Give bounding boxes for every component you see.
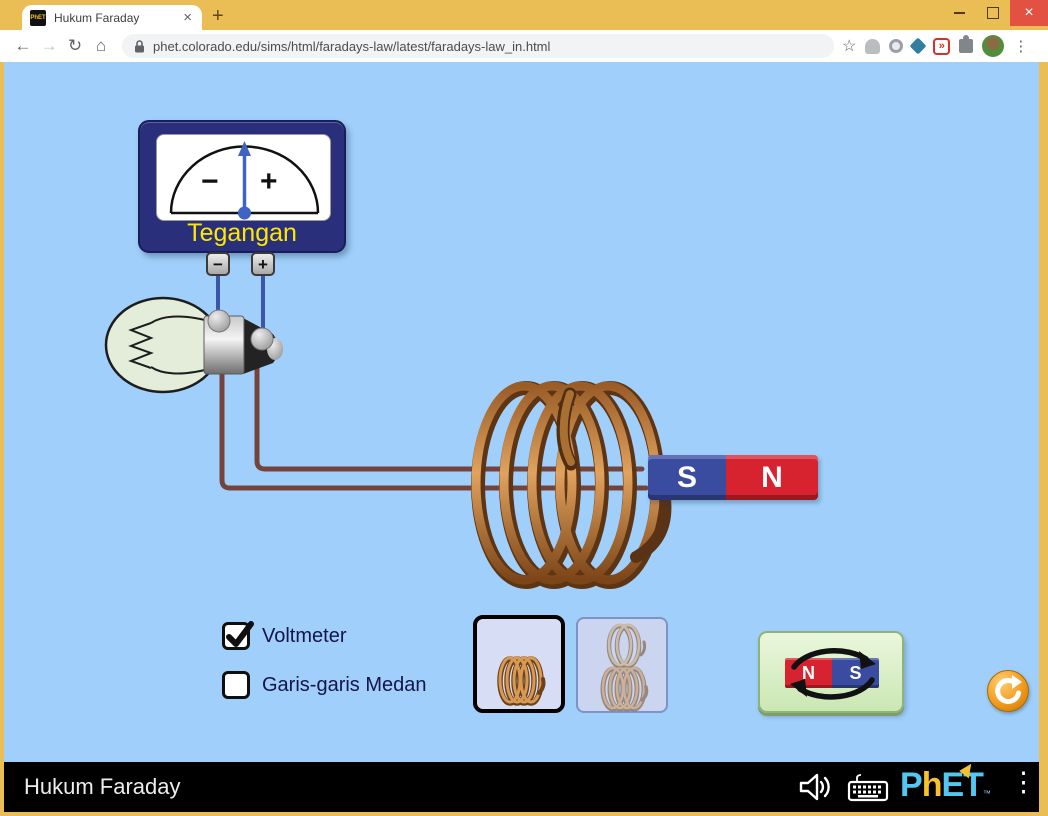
- double-coil-button[interactable]: [576, 617, 668, 713]
- browser-toolbar: ← → ↻ ⌂ phet.colorado.edu/sims/html/fara…: [0, 30, 1048, 62]
- magnet-south-pole: S: [648, 455, 726, 500]
- tab-close-icon[interactable]: ×: [183, 9, 192, 26]
- window-maximize-button[interactable]: [976, 0, 1010, 26]
- sound-toggle-icon[interactable]: [798, 772, 834, 802]
- voltmeter-gauge: [169, 141, 320, 220]
- extensions-puzzle-icon[interactable]: [959, 35, 974, 53]
- extension-icon-1[interactable]: [865, 38, 881, 54]
- voltmeter-label: Tegangan: [187, 219, 297, 247]
- phet-favicon-icon: PhET: [30, 9, 46, 26]
- coil: [471, 381, 672, 589]
- sim-title: Hukum Faraday: [24, 774, 181, 799]
- reload-icon[interactable]: ↻: [67, 36, 83, 55]
- circuit-graphics: [104, 262, 672, 589]
- url-text: phet.colorado.edu/sims/html/faradays-law…: [153, 38, 551, 54]
- extension-icon-3[interactable]: [909, 37, 927, 55]
- reset-arrow-icon: [995, 675, 1022, 704]
- tab-title: Hukum Faraday: [54, 10, 140, 25]
- window-controls: ×: [942, 0, 1048, 26]
- new-tab-button[interactable]: +: [212, 5, 224, 27]
- flip-magnet-button[interactable]: N S: [758, 631, 904, 713]
- address-bar[interactable]: phet.colorado.edu/sims/html/faradays-law…: [122, 34, 834, 58]
- gauge-plus-sign: +: [260, 165, 278, 198]
- two-loop-coil-icon: [606, 623, 647, 669]
- extension-icon-4[interactable]: »: [933, 37, 951, 55]
- back-icon[interactable]: ←: [14, 36, 32, 55]
- flip-north-label: N: [785, 658, 832, 688]
- lock-icon: [135, 39, 144, 52]
- checkmark-icon: [226, 621, 254, 647]
- terminal-minus: −: [206, 252, 230, 276]
- bar-magnet[interactable]: S N: [648, 455, 818, 500]
- browser-titlebar: PhET Hukum Faraday × + ×: [0, 0, 1048, 30]
- window-minimize-button[interactable]: [942, 0, 976, 26]
- profile-avatar[interactable]: [982, 35, 1005, 57]
- voltmeter-display: − +: [156, 134, 331, 221]
- single-coil-icon: [497, 656, 546, 706]
- voltmeter[interactable]: − + Tegangan: [138, 120, 346, 253]
- keyboard-shortcuts-icon[interactable]: [847, 774, 889, 802]
- gauge-minus-sign: −: [201, 165, 219, 198]
- single-coil-button[interactable]: [473, 615, 565, 713]
- sim-area: − + Tegangan − + S N Voltmeter Garis-gar…: [4, 62, 1039, 762]
- light-bulb: [104, 296, 283, 394]
- field-lines-checkbox-row: Garis-garis Medan: [222, 671, 427, 699]
- window-close-button[interactable]: ×: [1010, 0, 1048, 26]
- extension-icon-2[interactable]: [889, 39, 904, 53]
- home-icon[interactable]: ⌂: [95, 36, 107, 55]
- magnet-north-pole: N: [726, 455, 818, 500]
- terminal-plus: +: [251, 252, 275, 276]
- flip-arrows-icon: [790, 648, 876, 700]
- voltmeter-checkbox-label: Voltmeter: [262, 624, 347, 647]
- browser-tab[interactable]: PhET Hukum Faraday ×: [22, 5, 202, 30]
- forward-icon[interactable]: →: [40, 36, 58, 55]
- field-lines-checkbox[interactable]: [222, 671, 250, 699]
- reset-all-button[interactable]: [987, 670, 1029, 712]
- circuit-wires: [219, 359, 649, 491]
- voltmeter-checkbox-row: Voltmeter: [222, 621, 347, 650]
- field-lines-checkbox-label: Garis-garis Medan: [262, 673, 427, 696]
- bookmark-star-icon[interactable]: ☆: [842, 38, 857, 55]
- voltmeter-checkbox[interactable]: [222, 621, 254, 650]
- bulb-terminal-left: [207, 309, 231, 333]
- sim-menu-icon[interactable]: ⋮: [1010, 767, 1037, 797]
- browser-menu-icon[interactable]: ⋮: [1013, 38, 1029, 55]
- four-loop-coil-icon: [600, 666, 649, 712]
- bulb-terminal-right: [250, 327, 274, 351]
